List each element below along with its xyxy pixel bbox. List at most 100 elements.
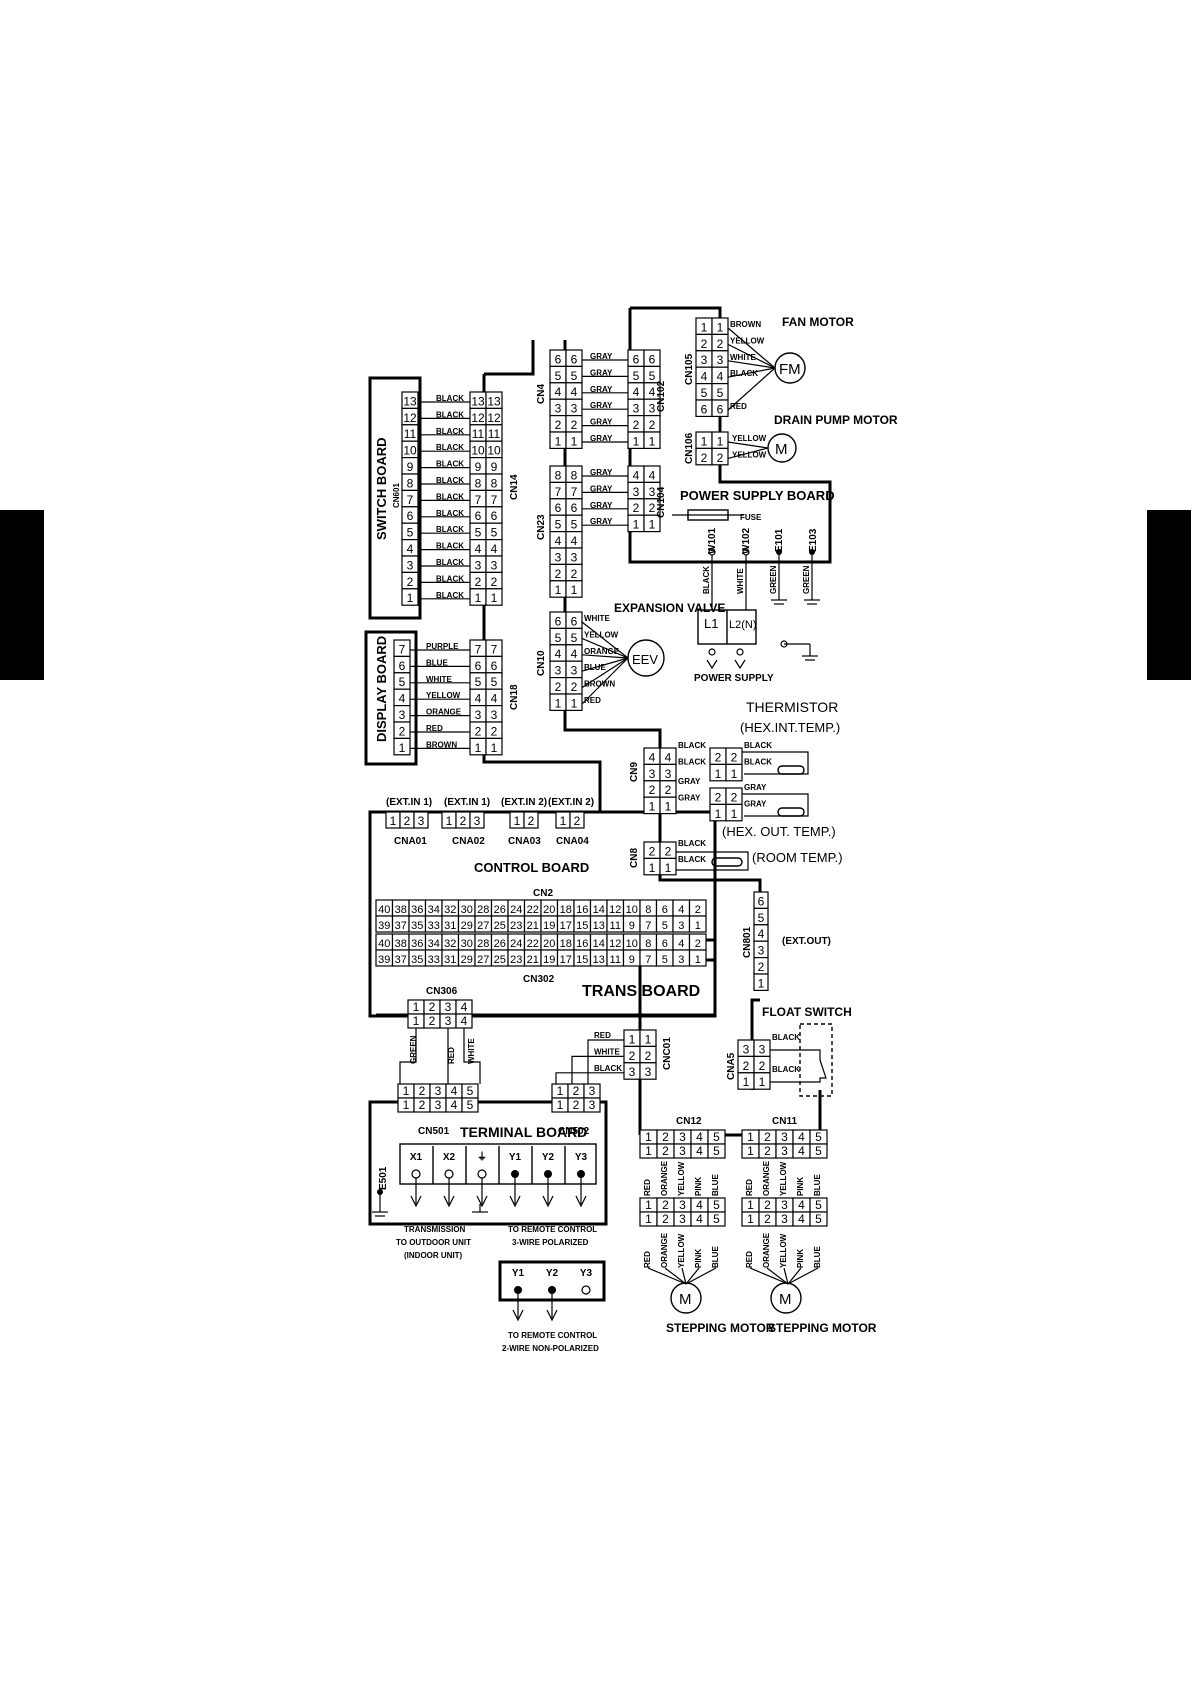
cn11-motor-wire-label: ORANGE xyxy=(762,1232,771,1268)
cn302-even-pin: 16 xyxy=(576,938,588,950)
cn2-odd-pin: 13 xyxy=(593,920,605,932)
psu-wire-label: BLACK xyxy=(702,566,711,594)
two-wire-arrow-icon xyxy=(546,1309,558,1322)
cnc01-wire-label: WHITE xyxy=(594,1047,620,1056)
cn501-pin: 2 xyxy=(419,1084,426,1098)
cn18b-pin: 2 xyxy=(491,724,498,738)
cn801-label: CN801 xyxy=(742,926,753,958)
cn2-even-pin: 22 xyxy=(527,904,539,916)
cn302-odd-pin: 37 xyxy=(395,954,407,966)
cn502b-pin: 3 xyxy=(589,1098,596,1112)
cn10-pin: 5 xyxy=(555,631,562,645)
two-wire-screw-icon xyxy=(548,1286,556,1294)
switch-wire-label: BLACK xyxy=(436,542,464,551)
cn12-midb-pin: 5 xyxy=(713,1212,720,1226)
cn2-even-pin: 26 xyxy=(494,904,506,916)
switch-wire-label: BLACK xyxy=(436,460,464,469)
cn104b-pin: 1 xyxy=(649,518,656,532)
cn302-even-pin: 8 xyxy=(645,938,651,950)
cn12b-pin: 3 xyxy=(679,1144,686,1158)
cn12-midb-pin: 4 xyxy=(696,1212,703,1226)
cn2-odd-pin: 21 xyxy=(527,920,539,932)
e103-label: E103 xyxy=(808,528,819,552)
cn105-pin: 3 xyxy=(701,353,708,367)
cn601-pin: 7 xyxy=(407,493,414,507)
cn102-pin: 5 xyxy=(633,369,640,383)
switch-wire-label: BLACK xyxy=(436,427,464,436)
cn302-odd-pin: 31 xyxy=(444,954,456,966)
cn14b-pin: 8 xyxy=(491,476,498,490)
cn10-label: CN10 xyxy=(536,650,547,676)
cn12-pin: 1 xyxy=(645,1130,652,1144)
cna02-cell xyxy=(469,811,485,829)
w102-label: W102 xyxy=(741,527,752,554)
cn14b-pin: 2 xyxy=(491,575,498,589)
cn4b-pin: 4 xyxy=(571,385,578,399)
cn105-label: CN105 xyxy=(684,353,695,385)
transmission-note-2: TO OUTDOOR UNIT xyxy=(396,1238,471,1247)
e101-label: E101 xyxy=(774,528,785,552)
cn105b-pin: 3 xyxy=(717,353,724,367)
display-conn-pin: 2 xyxy=(399,724,406,738)
cn302-odd-pin: 1 xyxy=(695,954,701,966)
cn18-pin: 6 xyxy=(475,659,482,673)
switch-wire-label: BLACK xyxy=(436,574,464,583)
terminal-label: Y3 xyxy=(575,1152,588,1163)
cn9-label: CN9 xyxy=(629,762,640,782)
cn10-wire xyxy=(581,657,629,689)
cn302-odd-cell xyxy=(688,949,707,967)
cn302-even-pin: 6 xyxy=(662,938,668,950)
cn104-label: CN104 xyxy=(656,486,667,518)
cn9b-wire-label: GRAY xyxy=(678,793,701,802)
cn102b-pin: 1 xyxy=(649,434,656,448)
cn302-odd-pin: 5 xyxy=(662,954,668,966)
cn4b-pin: 6 xyxy=(571,352,578,366)
power-arrow-icon xyxy=(734,659,746,670)
terminal-label: X2 xyxy=(443,1152,456,1163)
cn14b-pin: 3 xyxy=(491,558,498,572)
display-conn-pin: 7 xyxy=(399,642,406,656)
cn102-pin: 6 xyxy=(633,352,640,366)
cn2-odd-pin: 35 xyxy=(411,920,423,932)
cn11b-pin: 5 xyxy=(815,1144,822,1158)
cna03-label: CNA03 xyxy=(508,836,541,847)
cn18b-pin: 4 xyxy=(491,692,498,706)
cn501b-pin: 4 xyxy=(451,1098,458,1112)
cn9b-pin: 3 xyxy=(665,767,672,781)
terminal-arrow-icon xyxy=(476,1195,488,1208)
eev-symbol: EEV xyxy=(632,652,658,667)
cn10-pin: 3 xyxy=(555,664,562,678)
cn11-mid-pin: 4 xyxy=(798,1198,805,1212)
cn10-wire-label: ORANGE xyxy=(584,647,620,656)
cn501-label: CN501 xyxy=(418,1126,450,1137)
cn2-odd-pin: 31 xyxy=(444,920,456,932)
cn9-pin: 3 xyxy=(649,767,656,781)
display-conn-pin: 4 xyxy=(399,692,406,706)
cnc01-pin: 2 xyxy=(629,1049,636,1063)
display-wire-label: BROWN xyxy=(426,740,457,749)
cn2-odd-pin: 33 xyxy=(428,920,440,932)
cn12-motor-wire xyxy=(664,1267,687,1285)
therm-loop xyxy=(742,751,809,775)
cn10-pin: 6 xyxy=(555,614,562,628)
two-wire-terminal-label: Y2 xyxy=(546,1268,559,1279)
cn14b-pin: 13 xyxy=(487,394,501,408)
cn106b-pin: 2 xyxy=(717,451,724,465)
cn10-wire xyxy=(581,621,629,659)
drain-wire xyxy=(727,447,769,459)
cn12-wire-label: YELLOW xyxy=(677,1161,686,1196)
right-edge-tab xyxy=(1147,510,1191,680)
cn4b-pin: 2 xyxy=(571,418,578,432)
cn10b-pin: 3 xyxy=(571,664,578,678)
cn8b-pin: 1 xyxy=(665,861,672,875)
two-wire-terminal-label: Y1 xyxy=(512,1268,525,1279)
cn2-odd-pin: 7 xyxy=(645,920,651,932)
cn14-pin: 4 xyxy=(475,542,482,556)
switch-wire-label: BLACK xyxy=(436,410,464,419)
cn105b-pin: 6 xyxy=(717,402,724,416)
cn11-motor-wire-label: BLUE xyxy=(813,1246,822,1268)
cna5-label: CNA5 xyxy=(726,1052,737,1080)
therm-b-pin: 1 xyxy=(715,807,722,821)
cn4-wire-label: GRAY xyxy=(590,434,613,443)
cn11-motor-wire-label: YELLOW xyxy=(779,1233,788,1268)
